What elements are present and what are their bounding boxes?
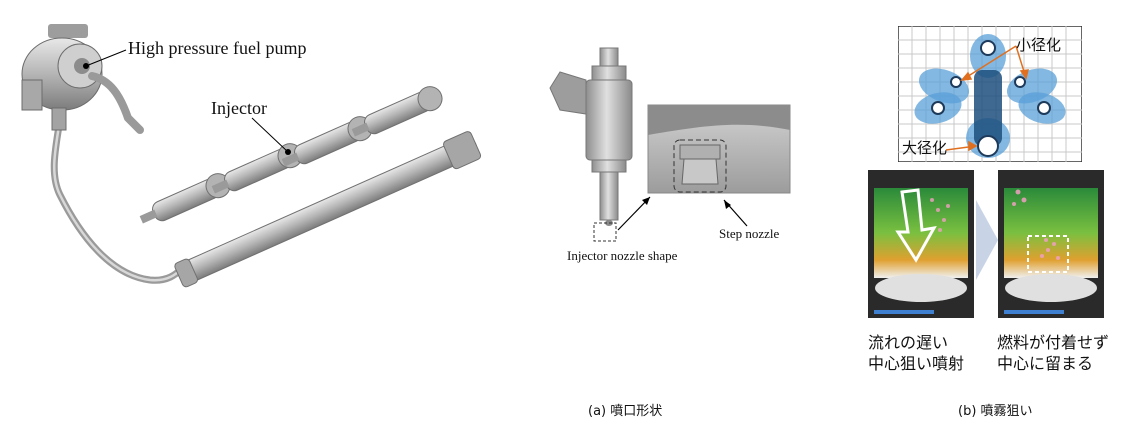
caption-b: (b) 噴霧狙い — [958, 404, 1033, 419]
right-simulation-note: 燃料が付着せず 中心に留まる — [997, 332, 1109, 374]
small-diameter-label: 小径化 — [1016, 36, 1062, 54]
step-nozzle-zoom-panel — [647, 104, 791, 194]
spray-simulation-right — [998, 170, 1104, 318]
left-note-line-2: 中心狙い噴射 — [868, 354, 965, 373]
fuel-rail-assembly-illustration — [21, 24, 482, 288]
left-note-line-1: 流れの遅い — [868, 333, 949, 352]
injector-1 — [139, 173, 231, 224]
step-nozzle-label: Step nozzle — [719, 226, 780, 241]
spray-simulation-arrow — [976, 200, 998, 280]
injector-label: Injector — [211, 98, 267, 118]
fuel-rail — [174, 131, 482, 288]
injector-4 — [351, 86, 443, 137]
left-simulation-note: 流れの遅い 中心狙い噴射 — [868, 332, 964, 374]
right-note-line-1: 燃料が付着せず — [997, 333, 1110, 352]
large-diameter-label: 大径化 — [902, 139, 948, 157]
high-pressure-fuel-pump — [21, 24, 144, 134]
nozzle-shape-label: Injector nozzle shape — [567, 248, 678, 263]
injector-nozzle-illustration — [549, 47, 791, 242]
right-note-line-2: 中心に留まる — [997, 354, 1094, 373]
caption-a: (a) 噴口形状 — [588, 404, 663, 419]
injector-body — [549, 47, 633, 226]
spray-hole-layout-grid — [898, 26, 1082, 162]
spray-simulation-left — [868, 170, 974, 318]
pump-label: High pressure fuel pump — [128, 38, 307, 58]
